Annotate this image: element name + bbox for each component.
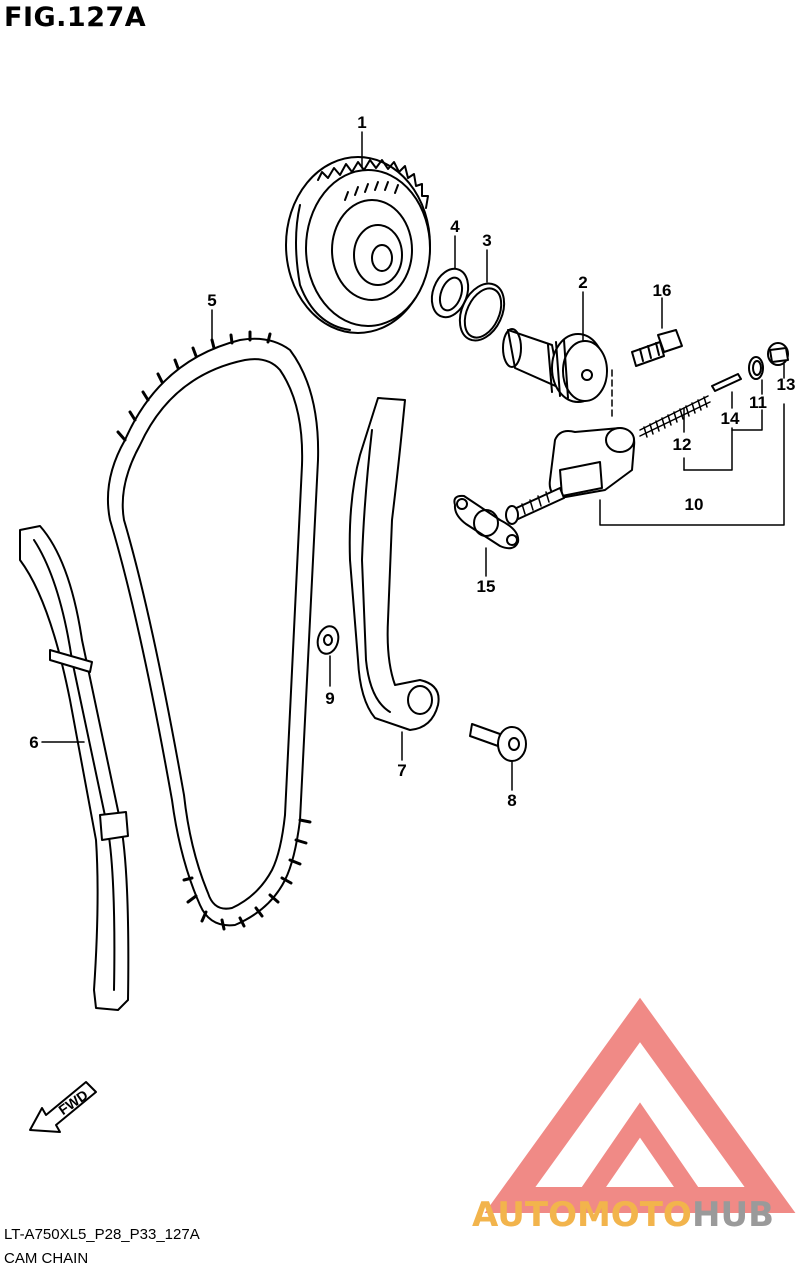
figure-caption: CAM CHAIN	[4, 1250, 89, 1267]
part-16-bolt	[631, 329, 683, 367]
part-15-gasket	[453, 494, 520, 550]
watermark-triangle	[484, 997, 796, 1213]
part-10-tensioner-assembly	[505, 427, 636, 525]
callout-12: 12	[673, 435, 692, 454]
part-13-plug-bolt	[767, 342, 789, 366]
callout-9: 9	[325, 689, 334, 708]
callout-2: 2	[578, 273, 587, 292]
callout-8: 8	[507, 791, 516, 810]
callout-3: 3	[482, 231, 491, 250]
part-2-shaft	[502, 328, 608, 403]
part-6-chain-guide	[19, 525, 130, 1011]
part-5-cam-chain	[106, 330, 320, 931]
callout-10: 10	[685, 495, 704, 514]
callout-1: 1	[357, 113, 366, 132]
callout-13: 13	[777, 375, 796, 394]
part-11-gasket	[748, 356, 764, 380]
part-8-guide-bolt	[469, 723, 527, 762]
callout-15: 15	[477, 577, 496, 596]
callout-5: 5	[207, 291, 216, 310]
figure-title: FIG.127A	[4, 2, 147, 33]
leader-lines	[41, 131, 785, 791]
part-14-rod	[711, 373, 742, 392]
watermark-logo: AUTOMOTO HUB	[472, 997, 796, 1235]
drawing-code: LT-A750XL5_P28_P33_127A	[4, 1226, 200, 1243]
watermark-triangle-inner	[576, 1102, 704, 1206]
callout-11: 11	[749, 393, 767, 412]
callout-4: 4	[450, 217, 460, 236]
callout-14: 14	[721, 409, 740, 428]
part-12-spring	[639, 395, 711, 438]
callout-6: 6	[29, 733, 38, 752]
callout-7: 7	[397, 761, 406, 780]
callout-16: 16	[653, 281, 672, 300]
part-7-tensioner-guide	[348, 397, 440, 731]
part-9-washer	[316, 625, 340, 655]
part-4-washer	[430, 267, 470, 319]
part-1-cam-sprocket	[285, 156, 431, 334]
watermark-word-b: HUB	[692, 1195, 774, 1235]
fwd-arrow-icon: FWD	[29, 1081, 97, 1133]
part-3-o-ring	[458, 282, 506, 342]
watermark-word-a: AUTOMOTO	[472, 1195, 692, 1235]
